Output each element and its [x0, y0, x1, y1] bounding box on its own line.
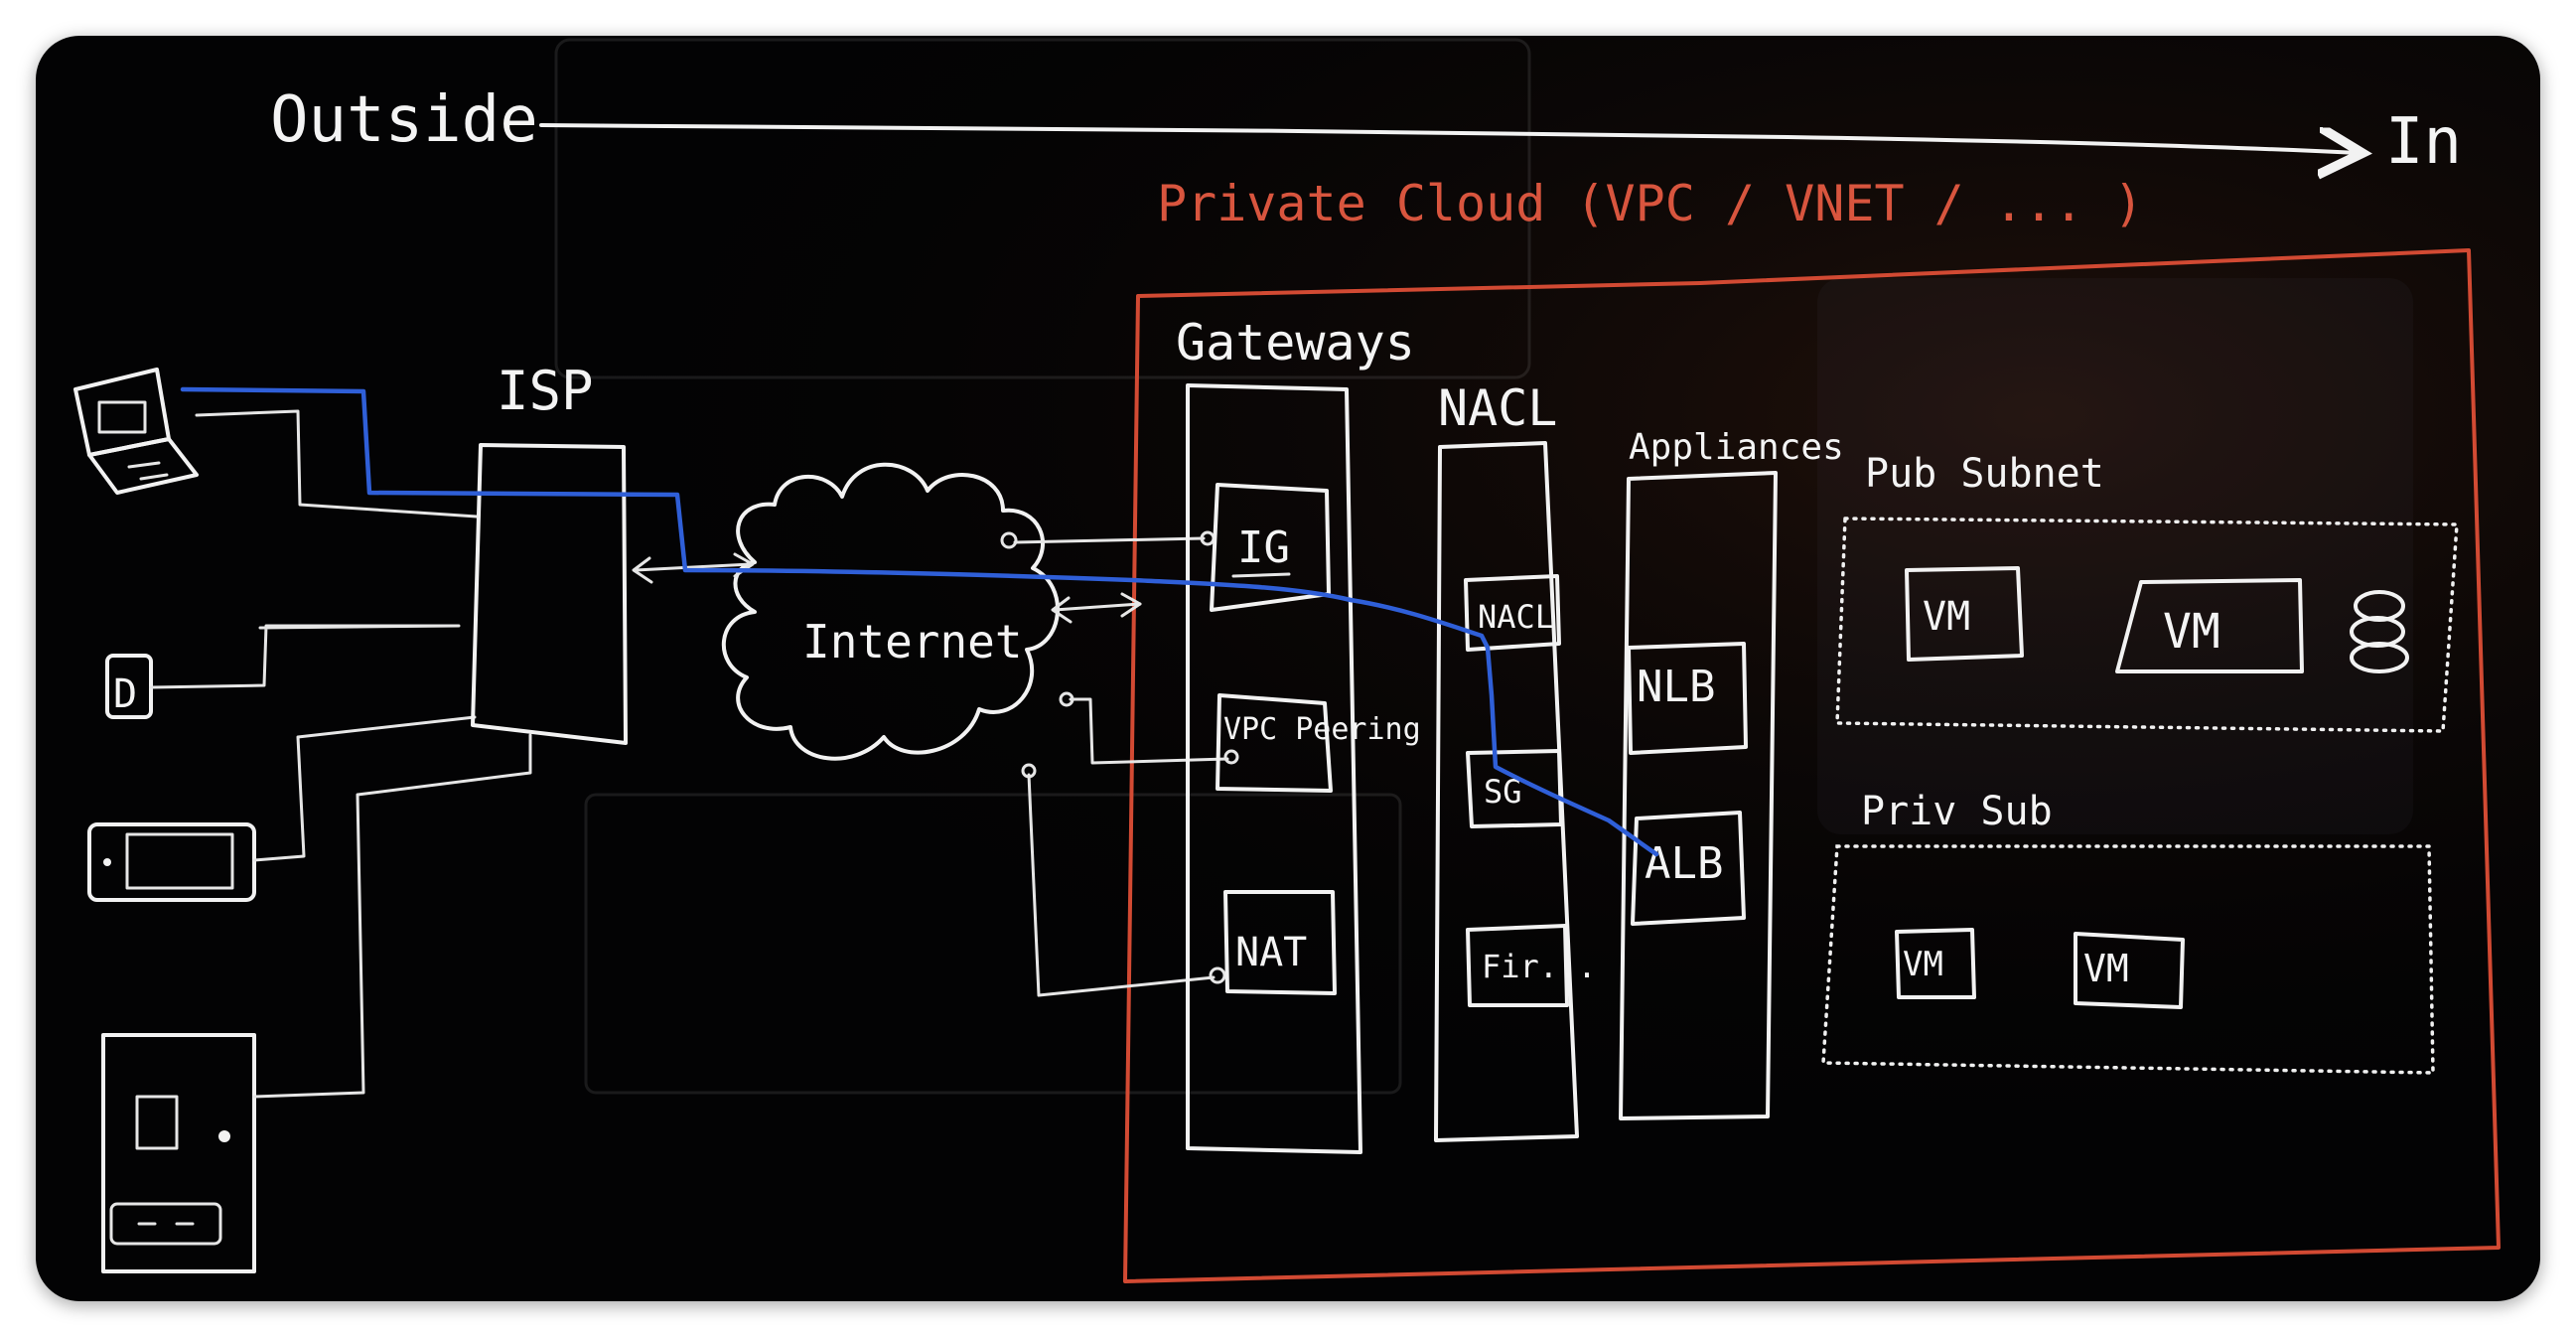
phone-letter: D	[113, 671, 137, 717]
phone-device: D	[105, 654, 153, 719]
internet-cloud: Internet	[722, 462, 1060, 761]
appliances-column: Appliances NLB ALB	[1619, 427, 1844, 1120]
internet-gateway-arrow	[1051, 592, 1142, 624]
private-vm-1: VM	[1895, 928, 1976, 999]
isp-box: ISP	[471, 360, 628, 745]
gateway-nat: NAT	[1223, 890, 1337, 995]
gateways-title: Gateways	[1176, 314, 1415, 371]
public-subnet: Pub Subnet VM VM	[1835, 451, 2459, 733]
private-cloud-boundary	[1123, 248, 2501, 1283]
public-subnet-title: Pub Subnet	[1865, 451, 2104, 497]
gateways-column: Gateways IG VPC Peering NAT	[1176, 314, 1421, 1154]
public-vm-2-label: VM	[2163, 604, 2220, 660]
gateway-nat-label: NAT	[1235, 930, 1307, 975]
nlb-label: NLB	[1637, 662, 1715, 712]
private-vm-2: VM	[2074, 932, 2185, 1009]
laptop-device	[73, 368, 199, 495]
security-group-box: SG	[1466, 749, 1563, 828]
tablet-device	[87, 822, 256, 902]
alb-box: ALB	[1631, 811, 1746, 926]
firewall-box: Fir...	[1466, 924, 1597, 1007]
server-device	[101, 1033, 256, 1273]
private-vm-2-label: VM	[2083, 947, 2129, 990]
private-cloud: Private Cloud (VPC / VNET / ... )	[1123, 175, 2501, 1283]
outside-label: Outside	[270, 83, 538, 157]
alb-label: ALB	[1645, 838, 1723, 889]
appliances-title: Appliances	[1629, 427, 1844, 468]
firewall-label: Fir...	[1482, 948, 1597, 985]
gateway-ig-label: IG	[1237, 522, 1290, 573]
device-isp-links	[149, 409, 532, 1099]
private-subnet-title: Priv Sub	[1861, 789, 2053, 834]
database-icon	[2350, 590, 2409, 673]
nacl-box-label: NACL	[1478, 598, 1554, 636]
gateway-vpc-peering-label: VPC Peering	[1223, 712, 1421, 747]
in-label: In	[2385, 105, 2462, 179]
public-vm-1: VM	[1905, 566, 2024, 662]
private-vm-1-label: VM	[1903, 945, 1943, 984]
internet-label: Internet	[802, 615, 1023, 668]
isp-label: ISP	[497, 360, 594, 422]
ambient-glow	[36, 36, 2540, 1301]
public-vm-1-label: VM	[1923, 594, 1970, 640]
traffic-path	[180, 386, 1659, 857]
nlb-box: NLB	[1627, 642, 1748, 755]
internet-gateway-links	[1000, 530, 1239, 997]
public-vm-2: VM	[2115, 578, 2304, 673]
gateway-vpc-peering: VPC Peering	[1216, 693, 1421, 793]
private-cloud-title: Private Cloud (VPC / VNET / ... )	[1157, 175, 2143, 232]
nacl-title: NACL	[1438, 379, 1557, 437]
ghost-reflection	[554, 38, 2413, 1095]
outside-to-in-arrow: Outside In	[270, 83, 2462, 179]
private-subnet: Priv Sub VM VM	[1821, 789, 2435, 1075]
nacl-box: NACL	[1464, 574, 1561, 652]
nacl-column: NACL NACL SG Fir...	[1434, 379, 1597, 1142]
